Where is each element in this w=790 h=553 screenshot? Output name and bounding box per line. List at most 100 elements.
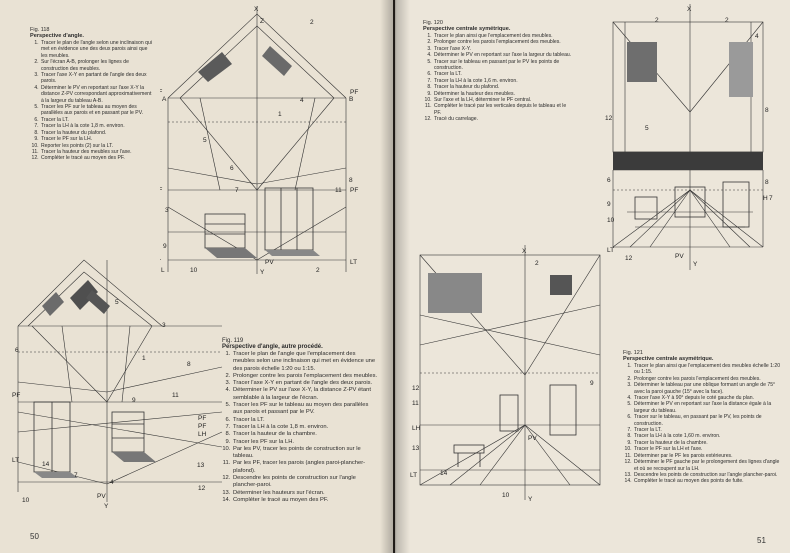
fig121-step: Déterminer le PV en reportant sur l'axe … [633,401,783,414]
page-number-left: 50 [30,532,39,541]
fig118-label-z: Z [260,18,264,25]
fig118-label-l: L [161,267,165,274]
fig118-label-10: 10 [190,267,198,274]
fig120-caption: Fig. 120 Perspective centrale symétrique… [423,20,573,123]
fig121-step: Déterminer le PF gauche par le prolongem… [633,459,783,472]
fig120-label-8: 8 [765,107,769,114]
fig120-label-5: 5 [645,125,649,132]
fig121-title: Perspective centrale asymétrique. [623,356,714,362]
fig118-label-7: 7 [235,187,239,194]
fig119-label-10: 10 [22,497,30,504]
fig121-label-y: Y [528,496,533,503]
fig121-label: Fig. 121 [623,350,643,356]
fig118-label-x: X [254,6,259,13]
fig118-label-6: 6 [230,165,234,172]
fig118-step: Déterminer le PV en reportant sur l'axe … [40,85,152,104]
fig118-step: Sur l'écran A-B, prolonger les lignes de… [40,59,152,72]
fig121-step: Compléter le tracé au moyen des points d… [633,478,783,484]
fig119-label-11: 11 [172,392,179,399]
fig119-label-8: 8 [187,361,191,368]
fig120-step: Tracer la LH à la cote 1,6 m. environ. [433,78,573,84]
fig121-label-9: 9 [590,380,594,387]
fig121-step: Tracer l'axe X-Y à 90° depuis le coté ga… [633,395,783,401]
fig119-diagram: PF LT 10 14 11 13 12 PF LH PF 9 8 7 6 5 … [12,259,223,510]
fig121-step: Tracer sur le tableau, en passant par le… [633,414,783,427]
fig119-label-lt: LT [12,457,19,464]
fig118-label-lt: LT [160,259,161,266]
fig121-label-13: 13 [412,445,420,452]
fig119-steps: Tracer le plan de l'angle que l'emplacem… [222,351,378,504]
fig119-step: Tracer l'axe X-Y en partant de l'angle d… [232,380,378,387]
fig119-step: Déterminer le PV sur l'axe X-Y, la dista… [232,387,378,402]
fig120-label-7: 7 [769,195,773,202]
fig119-label-3: 3 [162,322,166,329]
fig120-step: Tracer le plan ainsi que l'emplacement d… [433,33,573,39]
fig120-label-12b: 12 [625,255,633,262]
fig119-step: Tracer la hauteur de la chambre. [232,431,378,438]
fig121-step: Prolonger contre les parois l'emplacemen… [633,376,783,382]
fig121-diagram: X 12 11 LH 13 14 2 9 PV 10 LT Y [410,245,601,503]
fig119-label-14: 14 [42,461,50,468]
fig118-label-5: 5 [203,137,207,144]
fig121-label-12: 12 [412,385,420,392]
fig121-step: Tracer la hauteur de la chambre. [633,440,783,446]
fig120-step: Déterminer la hauteur des meubles. [433,91,573,97]
fig118-label-9: 9 [163,243,167,250]
fig119-step: Tracer les PF sur la LH. [232,439,378,446]
fig118-step: Tracer la LT. [40,117,152,123]
fig118-label-pf: PF [350,89,358,96]
fig118-caption: Fig. 118 Perspective d'angle. Tracer le … [30,27,152,162]
fig120-label-y: Y [693,261,698,268]
fig118-label-lt: LT [350,259,357,266]
fig118-label: Fig. 118 [30,27,50,33]
book-gutter [380,0,410,553]
left-page: Fig. 118 Perspective d'angle. Tracer le … [0,0,393,553]
fig120-label-pv: PV [675,253,684,260]
fig121-label-10: 10 [502,492,510,499]
fig121-step: Descendre les points de construction sur… [633,472,783,478]
fig119-step: Par les PF, tracer les parois (angles pa… [232,460,378,475]
fig121-step: Déterminer par le PF les parois extérieu… [633,453,783,459]
fig120-label-lt: LT [607,247,614,254]
fig121-label-14: 14 [440,470,448,477]
fig118-label-pv: PV [265,259,274,266]
fig118-steps: Tracer le plan de l'angle selon une incl… [30,40,152,162]
fig118-label-3: 3 [165,207,169,214]
fig120-diagram: X 2 2 4 12 5 8 6 9 10 H 7 8 LT 12 Y PV [605,4,773,270]
fig121-step: Tracer la LH à la cote 1,60 m. environ. [633,433,783,439]
fig121-step: Déterminer le tableau par une oblique fo… [633,382,783,395]
fig120-label-8b: 8 [765,179,769,186]
fig118-label-pf: PF [350,187,358,194]
fig118-step: Tracer la LH à la cote 1,8 m. environ. [40,123,152,129]
fig119-caption: Fig. 119 Perspective d'angle, autre proc… [222,338,378,504]
fig119-label-pv: PV [97,493,106,500]
fig120-label-4: 4 [755,33,759,40]
fig119-step: Tracer le plan de l'angle que l'emplacem… [232,351,378,373]
fig120-step: Prolonger contre les parois l'emplacemen… [433,39,573,45]
fig120-title: Perspective centrale symétrique. [423,26,511,32]
fig120-step: Tracer l'axe X-Y. [433,46,573,52]
fig118-label-b: B [349,96,353,103]
fig118-step: Tracer le PF sur la LH. [40,136,152,142]
fig121-step: Tracer la LT. [633,427,783,433]
fig119-label-pf: PF [12,392,20,399]
fig119-label-12: 12 [198,485,206,492]
fig119-step: Par les PV, tracer les points de constru… [232,446,378,461]
fig118-label-1: 1 [278,111,282,118]
fig119-label-pf: PF [198,415,206,422]
fig120-label-12: 12 [605,115,613,122]
fig119-step: Déterminer les hauteurs sur l'écran. [232,490,378,497]
fig119-step: Compléter le tracé au moyen des PF. [232,497,378,504]
fig119-label-pf: PF [198,423,206,430]
fig120-step: Tracer la hauteur du plafond. [433,84,573,90]
fig120-step: Sur l'axe et la LH, déterminer le PF cen… [433,97,573,103]
right-page: Fig. 120 Perspective centrale symétrique… [395,0,790,553]
fig118-step: Compléter le tracé au moyen des PF. [40,155,152,161]
fig120-step: Déterminer le PV en reportant sur l'axe … [433,52,573,58]
fig119-label-9: 9 [132,397,136,404]
fig118-step: Tracer l'axe X-Y en partant de l'angle d… [40,72,152,85]
fig118-diagram: X Z A B PF PF PF PF 1 2 3 4 5 6 7 8 9 10… [160,6,358,276]
fig118-label-2: 2 [310,19,314,26]
fig118-label-pf: PF [160,89,162,96]
fig119-step: Prolonger contre les parois l'emplacemen… [232,373,378,380]
